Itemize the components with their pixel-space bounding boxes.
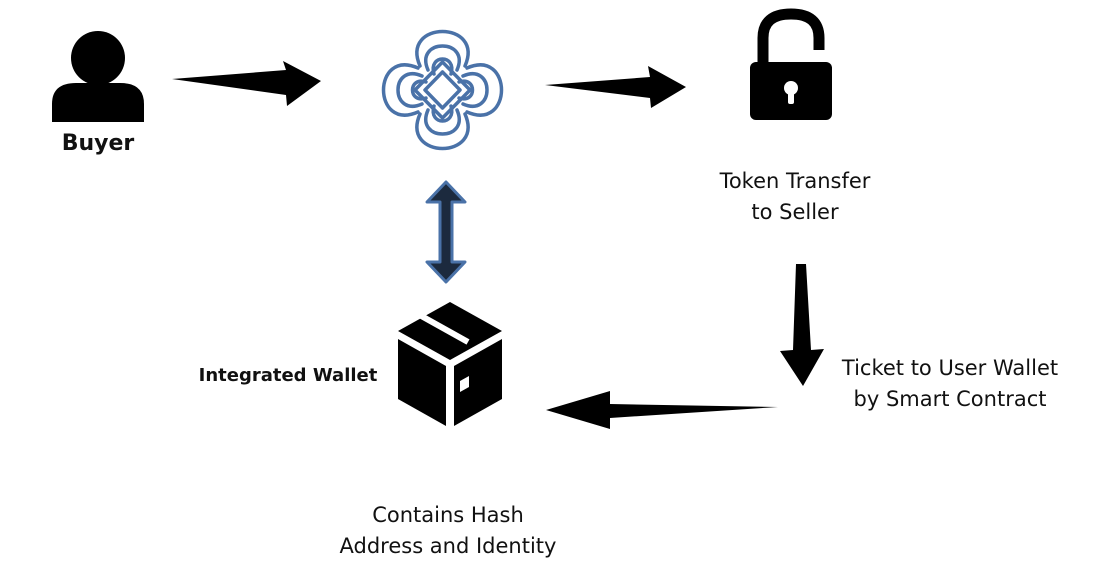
arrow-lock-to-ticket bbox=[780, 264, 824, 386]
contains-line-1: Contains Hash bbox=[372, 503, 524, 527]
ticket-line-2: by Smart Contract bbox=[853, 387, 1047, 411]
token-transfer-line-2: to Seller bbox=[751, 200, 839, 224]
ticket-line-1: Ticket to User Wallet bbox=[841, 356, 1059, 380]
unlocked-padlock-icon bbox=[750, 8, 832, 120]
celtic-knot-icon bbox=[381, 29, 504, 151]
package-box-icon bbox=[398, 302, 502, 426]
double-arrow-contract-wallet bbox=[425, 180, 467, 284]
arrow-buyer-to-contract bbox=[172, 61, 321, 106]
integrated-wallet-label: Integrated Wallet bbox=[198, 365, 378, 386]
arrow-contract-to-lock bbox=[545, 66, 686, 108]
person-icon bbox=[52, 31, 144, 122]
token-transfer-line-1: Token Transfer bbox=[719, 169, 871, 193]
token-transfer-label: Token Transfer to Seller bbox=[675, 166, 915, 228]
contains-line-2: Address and Identity bbox=[339, 534, 557, 558]
arrow-ticket-to-wallet bbox=[546, 391, 778, 429]
contains-hash-label: Contains Hash Address and Identity bbox=[308, 500, 588, 562]
buyer-label: Buyer bbox=[61, 131, 135, 156]
ticket-label: Ticket to User Wallet by Smart Contract bbox=[815, 353, 1085, 415]
